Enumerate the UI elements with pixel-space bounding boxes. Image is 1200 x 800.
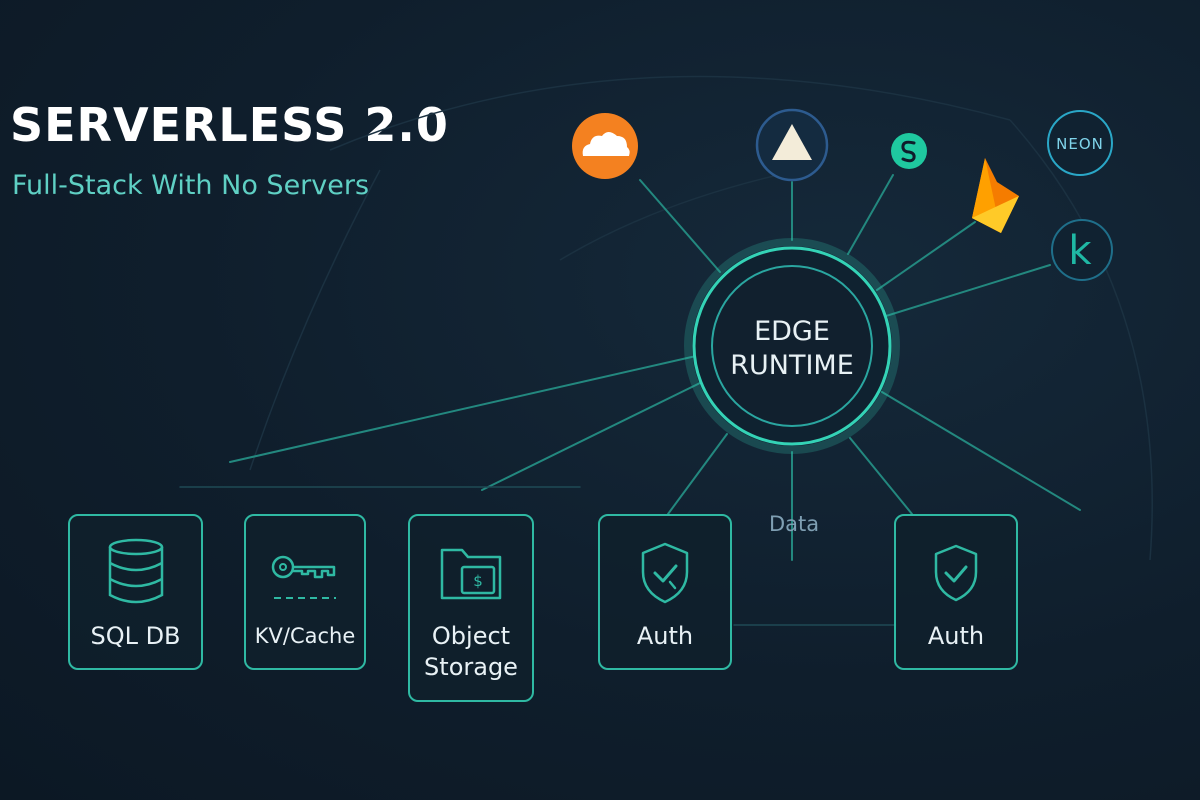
connector-line-lower-left <box>481 382 701 491</box>
sql-db-label: SQL DB <box>90 622 181 650</box>
auth-card-2: Auth <box>894 514 1018 670</box>
key-icon <box>246 550 364 602</box>
neon-logo: NEON <box>1047 110 1113 176</box>
database-icon <box>70 538 201 604</box>
k-logo-text: k <box>1068 228 1092 274</box>
data-connector-label: Data <box>769 512 820 536</box>
flame-front-icon <box>972 196 1019 233</box>
connector-line-left <box>229 355 697 463</box>
connector-line-auth-1 <box>667 433 728 515</box>
connector-line-supabase <box>847 174 894 255</box>
kv-cache-card: KV/Cache <box>244 514 366 670</box>
svg-text:$: $ <box>473 572 483 590</box>
background-arc <box>559 169 801 261</box>
shield-check-icon <box>896 542 1016 604</box>
s-icon <box>901 140 916 163</box>
auth-label-1: Auth <box>636 622 694 650</box>
connector-line-cloudflare <box>639 179 721 273</box>
supabase-logo <box>891 133 927 169</box>
hub-inner-ring <box>711 265 873 427</box>
k-badge <box>1051 219 1113 281</box>
auth-card-1: Auth <box>598 514 732 670</box>
kv-cache-label: KV/Cache <box>254 624 356 648</box>
object-storage-card: $ Object Storage <box>408 514 534 702</box>
k-logo: k <box>1051 219 1113 281</box>
sql-db-card: SQL DB <box>68 514 203 670</box>
connector-lines <box>179 174 1081 626</box>
background-arc <box>249 169 381 471</box>
hub-label-line2: RUNTIME <box>730 350 854 381</box>
auth-label-2: Auth <box>927 622 985 650</box>
background-arc <box>1009 119 1153 561</box>
hub-label-line1: EDGE <box>754 316 830 347</box>
object-storage-label-line1: Object <box>431 622 511 650</box>
cloud-icon <box>582 132 630 156</box>
edge-runtime-hub: EDGE RUNTIME <box>684 238 900 454</box>
connector-line-firebase <box>876 221 976 291</box>
connector-line-k <box>885 264 1051 317</box>
vercel-logo <box>755 108 829 182</box>
page-title: SERVERLESS 2.0 <box>10 98 449 152</box>
firebase-logo <box>972 158 1019 233</box>
neon-badge <box>1047 110 1113 176</box>
hub-glow <box>684 238 900 454</box>
connector-line-auth-2 <box>849 437 913 515</box>
cloudflare-logo <box>572 113 638 179</box>
background-arcs <box>249 75 1153 561</box>
folder-icon: $ <box>410 542 532 602</box>
page-subtitle: Full-Stack With No Servers <box>12 170 370 201</box>
object-storage-label-line2: Storage <box>424 653 518 681</box>
triangle-icon <box>772 124 812 160</box>
shield-check-icon <box>600 540 730 606</box>
background-arc <box>329 75 1011 151</box>
neon-logo-text: NEON <box>1056 135 1104 153</box>
connector-line-right <box>881 391 1081 511</box>
